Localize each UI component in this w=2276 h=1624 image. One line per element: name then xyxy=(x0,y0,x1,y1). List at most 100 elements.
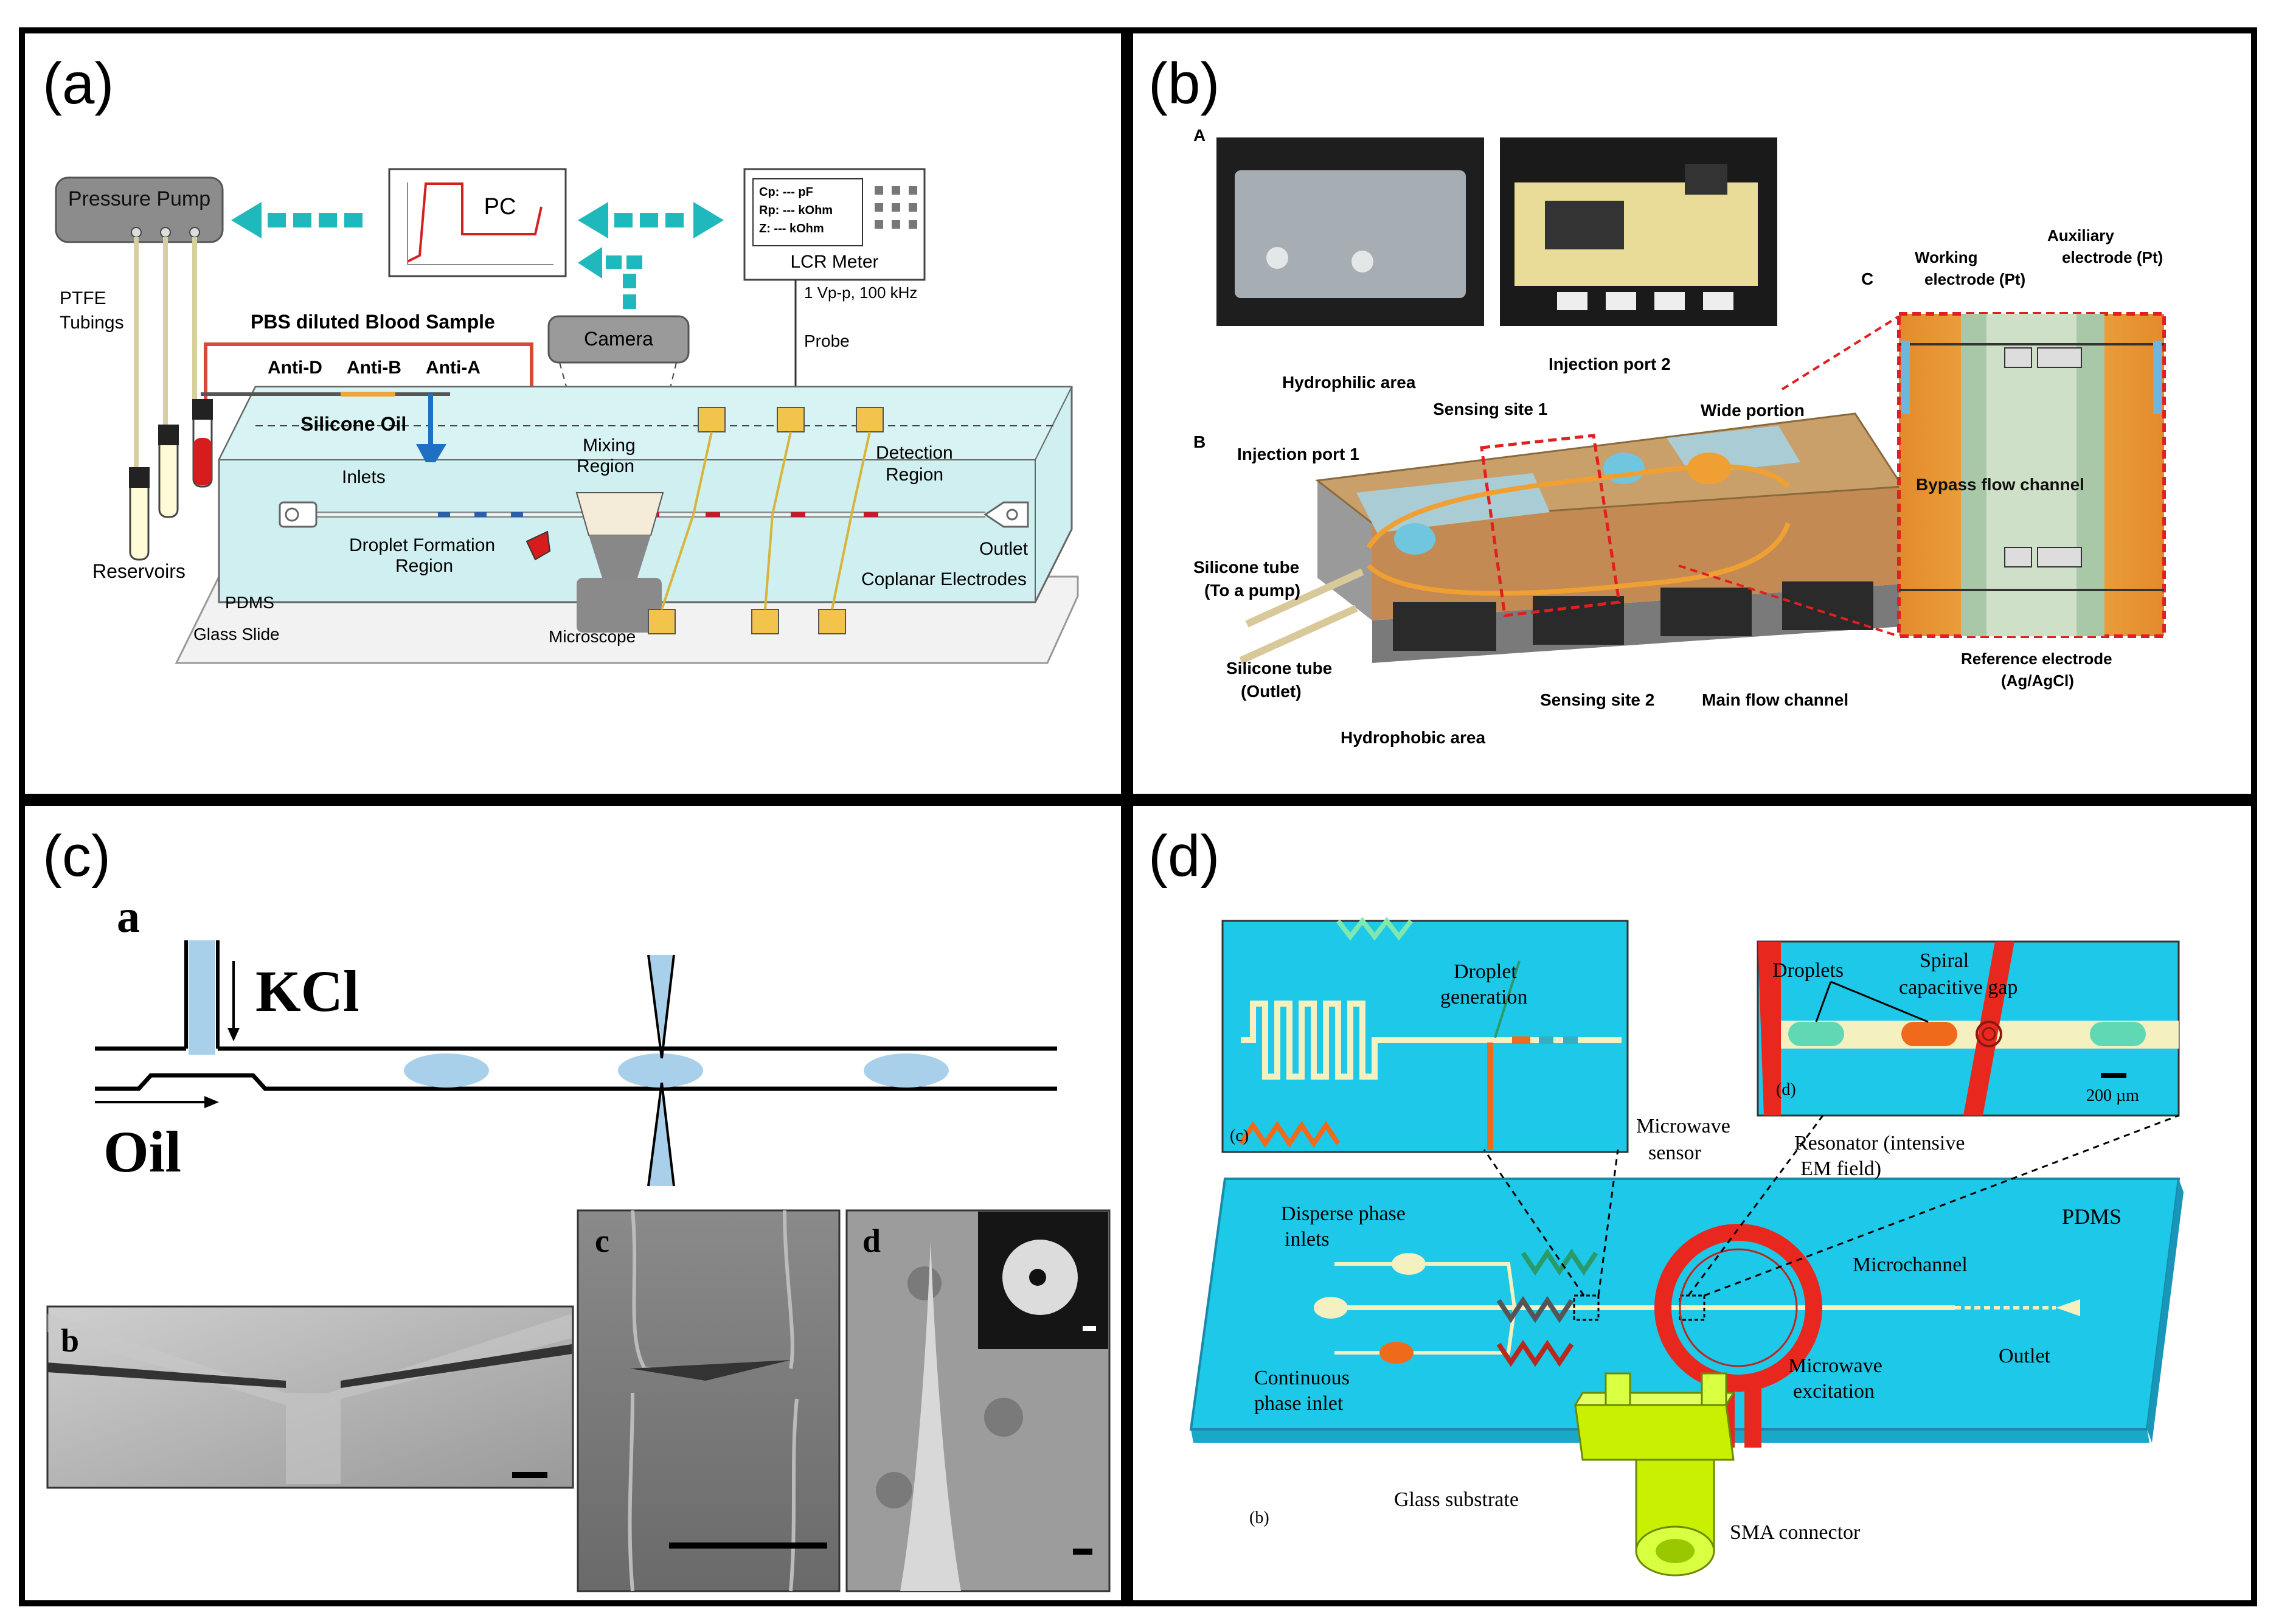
outlet-label: Outlet xyxy=(979,539,1029,559)
arrow-camera-pc xyxy=(578,247,642,309)
pdms-label: PDMS xyxy=(225,593,274,612)
micrograph-c-label: c xyxy=(595,1223,609,1259)
anti-b-label: Anti-B xyxy=(347,358,401,378)
microscope xyxy=(575,492,664,633)
auxiliary-label-2: electrode (Pt) xyxy=(2062,248,2163,266)
panel-a-label: (a) xyxy=(43,51,114,116)
probe-label: Probe xyxy=(804,331,850,350)
droplet xyxy=(2090,1022,2146,1046)
pc-box xyxy=(388,168,567,277)
panel-b: (b) A B C xyxy=(1148,51,2166,747)
microwave-sensor-label-1: Microwave xyxy=(1636,1115,1730,1137)
resonator-label-2: EM field) xyxy=(1800,1157,1881,1180)
droplet xyxy=(1901,1022,1957,1046)
arrow-pc-lcr xyxy=(578,202,724,238)
tubings-label: Tubings xyxy=(60,313,124,333)
microwave-sensor-label-2: sensor xyxy=(1648,1142,1702,1164)
panel-b-sub-b: B xyxy=(1193,432,1206,451)
detection-region-label: Region xyxy=(886,465,943,485)
sub-b-label-d: (b) xyxy=(1249,1508,1269,1527)
lcr-cp: Cp: --- pF xyxy=(759,186,813,199)
spiral-label-1: Spiral xyxy=(1920,949,1969,972)
droplets-label: Droplets xyxy=(1772,959,1844,982)
resonator-label-1: Resonator (intensive xyxy=(1794,1132,1965,1154)
panel-a: (a) Pressure Pump PC xyxy=(43,51,1079,664)
injection2-label: Injection port 2 xyxy=(1549,355,1671,373)
panel-a-border xyxy=(19,27,1127,800)
auxiliary-label-1: Auxiliary xyxy=(2047,226,2114,245)
anti-d-label: Anti-D xyxy=(268,358,322,378)
inlets-label: Inlets xyxy=(342,467,386,487)
ptfe-label: PTFE xyxy=(60,288,106,308)
panel-b-sub-c: C xyxy=(1861,269,1873,288)
panel-d: (d) Droplet generation (c) Droplets Spir… xyxy=(1148,824,2184,1577)
sensing2-label: Sensing site 2 xyxy=(1540,690,1654,709)
reference-label-1: Reference electrode xyxy=(1961,650,2112,668)
coplanar-label: Coplanar Electrodes xyxy=(861,569,1027,589)
lcr-setting: 1 Vp-p, 100 kHz xyxy=(804,283,917,302)
silicone-pump-label-2: (To a pump) xyxy=(1204,581,1300,600)
camera-box xyxy=(547,315,690,364)
lcr-meter-label: LCR Meter xyxy=(790,252,878,272)
lcr-rp: Rp: --- kOhm xyxy=(759,204,833,217)
microchannel-label: Microchannel xyxy=(1853,1254,1968,1276)
continuous-label-2: phase inlet xyxy=(1254,1392,1344,1415)
sma-connector xyxy=(1573,1372,1735,1577)
mixing-label: Mixing xyxy=(583,435,636,456)
main-flow-label: Main flow channel xyxy=(1702,690,1848,709)
sensing1-label: Sensing site 1 xyxy=(1433,400,1547,418)
coplanar-electrodes xyxy=(648,407,884,634)
pc-label: PC xyxy=(484,194,516,220)
micrograph-c xyxy=(577,1209,841,1592)
hydrophilic-label: Hydrophilic area xyxy=(1282,373,1416,392)
camera-label: Camera xyxy=(584,328,653,350)
panel-c: (c) a KCl Oil b c xyxy=(43,824,1111,1592)
silicone-pump-label-1: Silicone tube xyxy=(1193,558,1299,577)
oil-label: Oil xyxy=(103,1119,181,1184)
spiral-label-2: capacitive gap xyxy=(1899,976,2018,999)
wide-portion-label: Wide portion xyxy=(1701,401,1805,420)
hydrophobic-label: Hydrophobic area xyxy=(1341,728,1485,747)
outlet-label-d: Outlet xyxy=(1999,1345,2051,1367)
droplet-formation-region-label: Region xyxy=(395,556,453,576)
droplet-formation-label: Droplet Formation xyxy=(349,535,495,555)
microwave-excitation-label-2: excitation xyxy=(1793,1380,1875,1403)
disperse-label-2: inlets xyxy=(1285,1228,1330,1251)
sma-connector-label: SMA connector xyxy=(1730,1521,1861,1544)
droplet xyxy=(404,1053,489,1088)
pressure-pump-label: Pressure Pump xyxy=(68,187,210,210)
reservoirs-label: Reservoirs xyxy=(92,560,186,582)
panel-c-label: (c) xyxy=(43,824,111,889)
silicone-outlet-label-2: (Outlet) xyxy=(1241,682,1302,701)
pressure-pump-box xyxy=(55,176,224,243)
mixing-region-label: Region xyxy=(577,456,634,476)
silicone-oil-label: Silicone Oil xyxy=(300,413,406,435)
panel-b-sub-a: A xyxy=(1193,126,1206,145)
microscope-label: Microscope xyxy=(549,627,636,646)
pbs-label: PBS diluted Blood Sample xyxy=(251,311,495,333)
panel-b-label: (b) xyxy=(1148,51,1220,116)
pdms-label-d: PDMS xyxy=(2062,1204,2122,1229)
resonator-ring xyxy=(1654,1224,1822,1392)
panel-b-border xyxy=(1127,27,2257,800)
working-label-2: electrode (Pt) xyxy=(1924,270,2025,288)
disperse-label-1: Disperse phase xyxy=(1281,1202,1406,1225)
continuous-label-1: Continuous xyxy=(1254,1367,1350,1389)
panel-d-border xyxy=(1127,800,2257,1606)
silicone-outlet-label-1: Silicone tube xyxy=(1226,659,1332,678)
droplet xyxy=(618,1053,703,1088)
detection-label: Detection xyxy=(876,443,953,463)
micrograph-d-label: d xyxy=(862,1223,881,1259)
scale-bar-label: 200 µm xyxy=(2086,1086,2139,1105)
reservoir-tubes xyxy=(129,399,213,561)
kcl-label: KCl xyxy=(255,959,359,1024)
working-label-1: Working xyxy=(1915,248,1978,266)
inset-c-label: (c) xyxy=(1230,1126,1249,1145)
microwave-excitation-label-1: Microwave xyxy=(1788,1355,1882,1377)
droplet-generation-label-1: Droplet xyxy=(1454,960,1517,983)
droplet xyxy=(864,1053,949,1088)
panel-c-border xyxy=(19,800,1127,1606)
reference-label-2: (Ag/AgCl) xyxy=(2001,671,2074,690)
panel-d-label: (d) xyxy=(1148,824,1220,889)
